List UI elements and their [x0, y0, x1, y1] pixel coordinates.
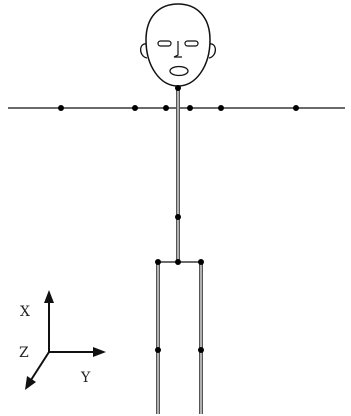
neck-joint: [175, 85, 181, 91]
z-axis-label: Z: [19, 345, 29, 361]
right-ear: [208, 43, 217, 59]
nose: [173, 41, 182, 58]
x-axis-label: X: [20, 304, 30, 320]
x-axis-arrowhead: [44, 290, 54, 303]
left-eye: [157, 40, 172, 47]
left-hand-joint: [58, 105, 64, 111]
z-axis-arrowhead: [25, 376, 36, 390]
right-eye: [184, 40, 199, 47]
y-axis-label: Y: [80, 370, 91, 386]
joints: [58, 85, 299, 353]
left-ear: [139, 43, 148, 59]
right-shoulder-joint: [187, 105, 193, 111]
pelvis-center-joint: [175, 259, 181, 265]
left-elbow-joint: [132, 105, 138, 111]
left-knee-joint: [155, 347, 161, 353]
right-elbow-joint: [218, 105, 224, 111]
z-axis-line: [30, 351, 50, 381]
left-shoulder-joint: [163, 105, 169, 111]
mid-spine-joint: [175, 214, 181, 220]
mouth: [169, 65, 189, 77]
y-axis-arrowhead: [93, 347, 106, 357]
right-knee-joint: [198, 347, 204, 353]
right-hip-joint: [198, 259, 204, 265]
head: [139, 3, 217, 87]
left-hip-joint: [155, 259, 161, 265]
coordinate-axes: X Y Z: [19, 290, 106, 390]
right-hand-joint: [293, 105, 299, 111]
